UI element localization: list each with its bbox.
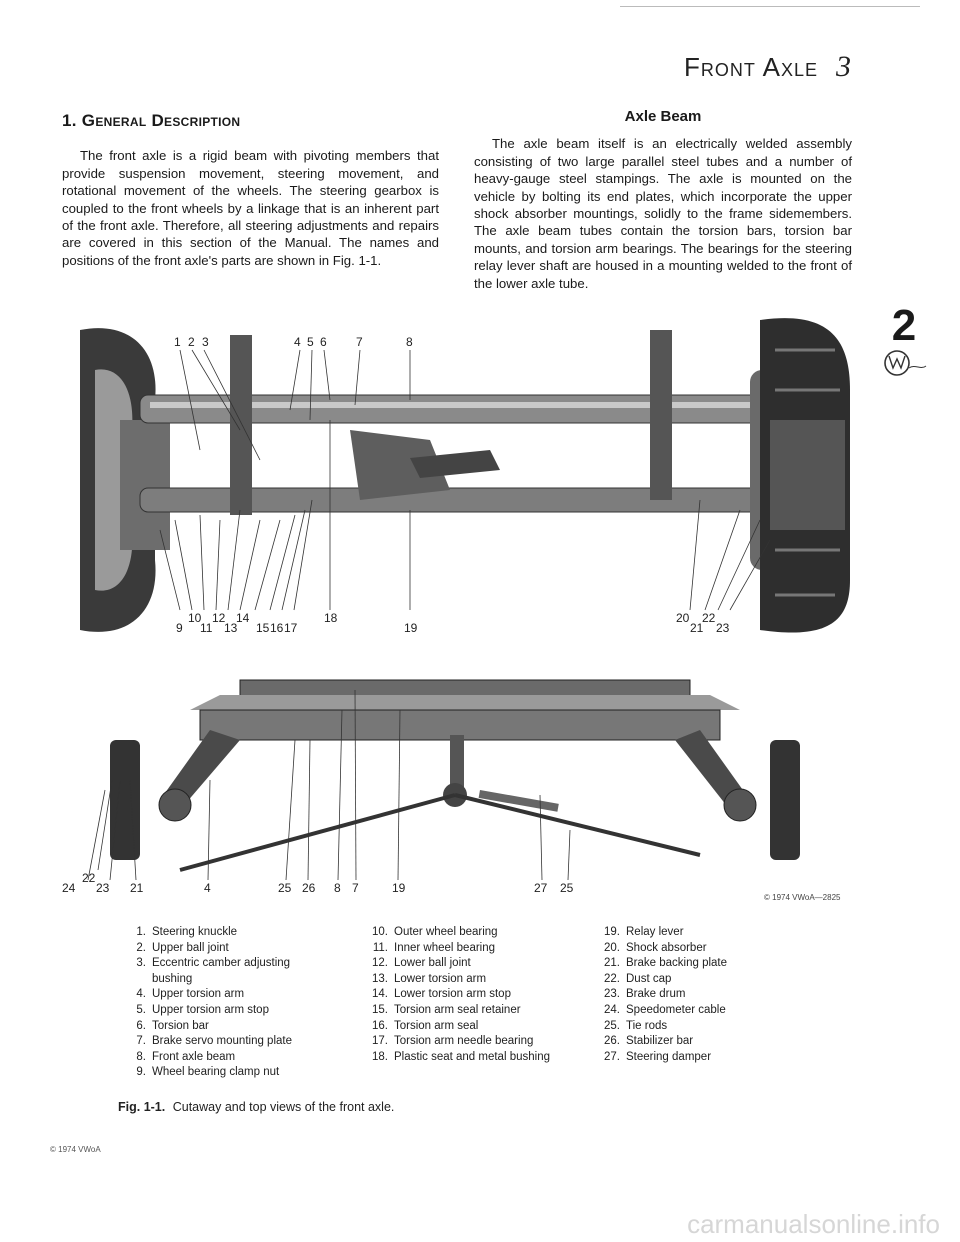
top-down-view: 24 22 23 21 4 25 26 8 7 19 27 25 xyxy=(62,679,800,895)
callout-8-bottom: 8 xyxy=(334,881,341,895)
callout-12: 12 xyxy=(212,611,226,625)
callout-22-bottom: 22 xyxy=(82,871,96,885)
legend-item: 22.Dust cap xyxy=(604,972,672,985)
callout-3: 3 xyxy=(202,335,209,349)
legend-column-1: 1.Steering knuckle 2.Upper ball joint 3.… xyxy=(126,925,326,1081)
legend-item: 6.Torsion bar xyxy=(136,1019,209,1032)
watermark: carmanualsonline.info xyxy=(687,1209,940,1239)
legend-item: 1.Steering knuckle xyxy=(136,926,238,938)
legend-item: 10.Outer wheel bearing xyxy=(372,926,498,938)
legend-item: 3.Eccentric camber adjusting bushing xyxy=(136,957,291,985)
callout-22: 22 xyxy=(702,611,716,625)
legend-column-3: 19.Relay lever 20.Shock absorber 21.Brak… xyxy=(600,925,800,1065)
chapter-number: 2 xyxy=(891,301,917,350)
caption-label: Fig. 1-1. xyxy=(118,1100,166,1114)
legend-item: 7.Brake servo mounting plate xyxy=(136,1035,292,1048)
header-title: Front Axle xyxy=(683,52,818,82)
figure-caption: Fig. 1-1. Cutaway and top views of the f… xyxy=(118,1100,394,1114)
legend-item: 14.Lower torsion arm stop xyxy=(372,988,511,1001)
subsection-body: The axle beam itself is an electrically … xyxy=(474,136,852,291)
callout-16: 16 xyxy=(270,621,284,635)
callout-21-bottom: 21 xyxy=(130,881,144,895)
legend-item: 24.Speedometer cable xyxy=(604,1003,726,1016)
callout-8: 8 xyxy=(406,335,413,349)
caption-text: Cutaway and top views of the front axle. xyxy=(172,1100,395,1114)
vw-logo-icon xyxy=(884,350,927,376)
legend-column-2: 10.Outer wheel bearing 11.Inner wheel be… xyxy=(368,925,588,1065)
callout-14: 14 xyxy=(236,611,250,625)
page-number: 3 xyxy=(836,50,852,83)
legend-item: 15.Torsion arm seal retainer xyxy=(372,1003,521,1016)
section-body: The front axle is a rigid beam with pivo… xyxy=(62,148,439,268)
callout-11: 11 xyxy=(200,621,213,635)
callout-4-bottom: 4 xyxy=(204,881,211,895)
legend-item: 16.Torsion arm seal xyxy=(372,1019,479,1032)
callout-27-bottom: 27 xyxy=(534,881,548,895)
running-header: Front Axle 3 xyxy=(684,50,852,84)
callout-19-bottom: 19 xyxy=(392,881,406,895)
callout-13: 13 xyxy=(224,621,238,635)
legend-item: 4.Upper torsion arm xyxy=(136,988,245,1001)
callout-1: 1 xyxy=(174,335,181,349)
legend-item: 21.Brake backing plate xyxy=(604,957,728,970)
figure-axle-illustration: 1 2 3 4 5 6 7 8 9 10 11 12 13 14 15 16 1… xyxy=(50,310,870,910)
chapter-tab: 2 xyxy=(874,304,934,383)
cutaway-view: 1 2 3 4 5 6 7 8 9 10 11 12 13 14 15 16 1… xyxy=(80,318,850,635)
legend-item: 12.Lower ball joint xyxy=(372,957,471,970)
callout-4: 4 xyxy=(294,335,301,349)
left-column: 1. General Description The front axle is… xyxy=(62,112,439,269)
legend-item: 8.Front axle beam xyxy=(136,1050,236,1063)
callout-20: 20 xyxy=(676,611,690,625)
legend-item: 27.Steering damper xyxy=(604,1050,712,1063)
callout-24: 24 xyxy=(62,881,76,895)
legend-item: 25.Tie rods xyxy=(604,1019,668,1032)
legend-item: 18.Plastic seat and metal bushing xyxy=(372,1050,550,1063)
axle-drawing: 1 2 3 4 5 6 7 8 9 10 11 12 13 14 15 16 1… xyxy=(62,318,850,895)
callout-10: 10 xyxy=(188,611,202,625)
callout-5: 5 xyxy=(307,335,314,349)
legend-item: 20.Shock absorber xyxy=(604,941,707,954)
callout-7-bottom: 7 xyxy=(352,881,359,895)
callout-6: 6 xyxy=(320,335,327,349)
callout-17: 17 xyxy=(284,621,298,635)
legend-item: 26.Stabilizer bar xyxy=(604,1035,694,1048)
callout-9: 9 xyxy=(176,621,183,635)
legend-item: 9.Wheel bearing clamp nut xyxy=(136,1066,280,1079)
right-column: Axle Beam The axle beam itself is an ele… xyxy=(474,108,852,292)
legend-item: 13.Lower torsion arm xyxy=(372,972,487,985)
callout-23-bottom: 23 xyxy=(96,881,110,895)
legend-item: 11.Inner wheel bearing xyxy=(372,941,496,954)
legend-item: 23.Brake drum xyxy=(604,988,686,1001)
subsection-title: Axle Beam xyxy=(624,108,702,125)
legend-item: 17.Torsion arm needle bearing xyxy=(372,1035,534,1048)
copyright-notice: © 1974 VWoA xyxy=(50,1145,101,1154)
callout-19: 19 xyxy=(404,621,418,635)
callout-2: 2 xyxy=(188,335,195,349)
callout-25-bottom: 25 xyxy=(278,881,292,895)
legend-item: 5.Upper torsion arm stop xyxy=(136,1003,269,1016)
section-title: 1. General Description xyxy=(62,111,241,130)
legend-item: 2.Upper ball joint xyxy=(136,941,229,954)
callout-15: 15 xyxy=(256,621,270,635)
callout-21: 21 xyxy=(690,621,704,635)
top-rule xyxy=(620,6,920,7)
figure-credit: © 1974 VWoA—2825 xyxy=(764,893,841,902)
callout-18: 18 xyxy=(324,611,338,625)
callout-26-bottom: 26 xyxy=(302,881,316,895)
callout-23: 23 xyxy=(716,621,730,635)
callout-7: 7 xyxy=(356,335,363,349)
callout-25-bottom-right: 25 xyxy=(560,881,574,895)
legend-item: 19.Relay lever xyxy=(604,926,684,938)
